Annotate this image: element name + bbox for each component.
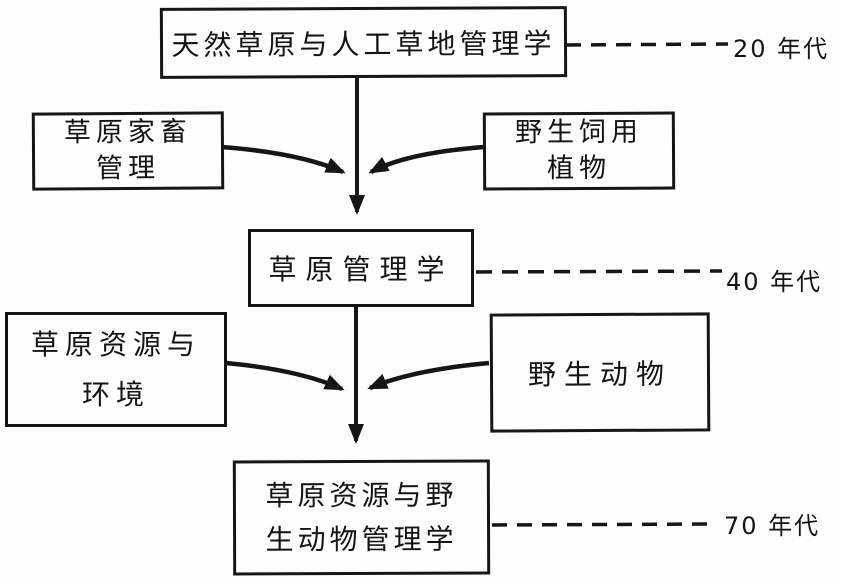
box-grassland-livestock-management: 草原家畜 管理 [31,111,225,191]
era-label-1970s: 70 年代 [724,512,821,540]
era-label-1920s: 20 年代 [733,35,830,63]
box-label-line2: 生动物管理学 [265,522,458,556]
dashed-line-40s [475,269,723,274]
box-label: 野生动物 [527,357,673,391]
box-grassland-resources-and-wildlife-management: 草原资源与野 生动物管理学 [232,459,491,576]
dashed-line-70s [491,522,718,527]
box-natural-and-artificial-grassland-management: 天然草原与人工草地管理学 [159,6,568,79]
box-label-line1: 野生饲用 [514,116,643,149]
era-label-1940s: 40 年代 [726,268,823,296]
box-label-line1: 草原资源与 [30,327,201,361]
dashed-line-20s [565,42,729,47]
box-label-line2: 管理 [96,152,161,185]
box-label-line1: 草原资源与野 [265,478,458,512]
arrow-left2-merge-icon [225,360,345,392]
box-wild-animals: 野生动物 [489,312,711,433]
box-label: 草原管理学 [268,253,454,286]
box-grassland-resources-and-environment: 草原资源与 环境 [5,312,227,427]
arrow-left1-merge-icon [221,144,346,175]
box-label: 天然草原与人工草地管理学 [171,26,556,62]
box-label-line1: 草原家畜 [63,116,192,149]
arrow-right2-merge-icon [367,360,490,391]
box-label-line2: 环境 [81,377,150,411]
arrow-right1-merge-icon [368,144,485,174]
box-wild-forage-plants: 野生饲用 植物 [482,111,676,191]
box-label-line2: 植物 [547,152,612,185]
box-grassland-management-science: 草原管理学 [248,229,474,307]
